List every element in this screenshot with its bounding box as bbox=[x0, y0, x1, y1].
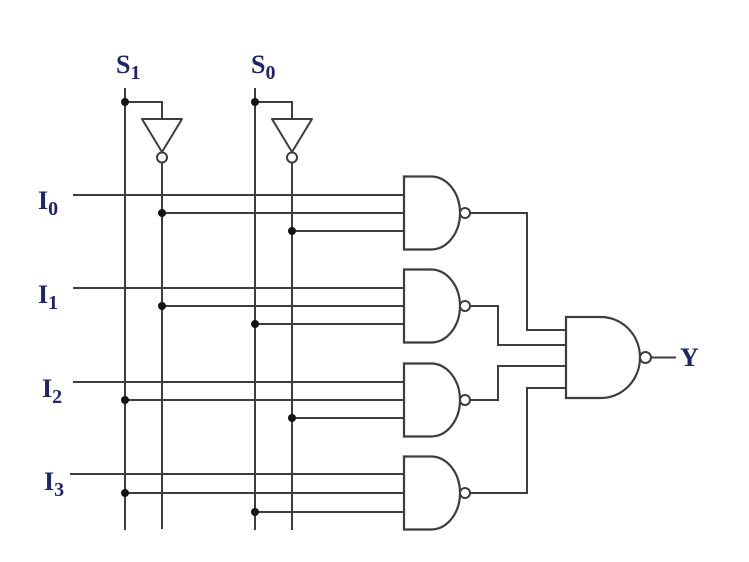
label-s1: S1 bbox=[116, 50, 140, 84]
inverter-s1 bbox=[141, 118, 183, 164]
wire-s1-to-inverter bbox=[125, 101, 163, 119]
wire-g4-output bbox=[470, 387, 566, 494]
label-s1-subscript: 1 bbox=[130, 62, 140, 84]
inverter-s0-triangle bbox=[271, 118, 313, 153]
junction-dot bbox=[288, 414, 296, 422]
nand-gate-i2-body bbox=[402, 362, 462, 438]
output-nand-gate-body bbox=[564, 315, 642, 400]
nand-gate-i2 bbox=[402, 362, 471, 438]
output-nand-gate-bubble bbox=[639, 351, 652, 364]
inverter-s0-bubble bbox=[286, 151, 298, 164]
label-i0-base: I bbox=[38, 186, 48, 215]
wire-s0-to-inverter bbox=[255, 101, 293, 119]
junction-dot bbox=[251, 508, 259, 516]
wire-g2-output bbox=[470, 305, 566, 346]
output-nand-gate bbox=[564, 315, 652, 400]
label-i0: I0 bbox=[38, 186, 58, 220]
label-output-y: Y bbox=[680, 343, 699, 372]
label-i2-base: I bbox=[42, 374, 52, 403]
junction-dot bbox=[251, 320, 259, 328]
label-i3-subscript: 3 bbox=[54, 479, 64, 501]
label-s0-base: S bbox=[251, 50, 265, 79]
junction-dot bbox=[158, 209, 166, 217]
inverter-s1-triangle bbox=[141, 118, 183, 153]
label-i2: I2 bbox=[42, 374, 62, 408]
nand-gate-i3-bubble bbox=[459, 487, 471, 499]
label-i2-subscript: 2 bbox=[52, 386, 62, 408]
nand-gate-i0 bbox=[402, 175, 471, 251]
label-i1: I1 bbox=[38, 280, 58, 314]
nand-gate-i3 bbox=[402, 455, 471, 531]
wire-g3-output bbox=[470, 365, 566, 401]
junction-dot bbox=[121, 396, 129, 404]
label-s0-subscript: 0 bbox=[265, 62, 275, 84]
junction-dot bbox=[288, 227, 296, 235]
nand-gate-i0-body bbox=[402, 175, 462, 251]
junction-dot bbox=[251, 98, 259, 106]
label-i1-subscript: 1 bbox=[48, 292, 58, 314]
nand-gate-i0-bubble bbox=[459, 207, 471, 219]
label-i3: I3 bbox=[44, 467, 64, 501]
label-s1-base: S bbox=[116, 50, 130, 79]
nand-gate-i1-bubble bbox=[459, 300, 471, 312]
label-i0-subscript: 0 bbox=[48, 198, 58, 220]
nand-gate-i2-bubble bbox=[459, 394, 471, 406]
nand-gate-i3-body bbox=[402, 455, 462, 531]
label-i3-base: I bbox=[44, 467, 54, 496]
inverter-s0 bbox=[271, 118, 313, 164]
nand-gate-i1 bbox=[402, 268, 471, 344]
nand-gate-i1-body bbox=[402, 268, 462, 344]
wire-g1-output bbox=[470, 212, 566, 331]
junction-dot bbox=[158, 302, 166, 310]
junction-dot bbox=[121, 489, 129, 497]
junction-dot bbox=[121, 98, 129, 106]
label-s0: S0 bbox=[251, 50, 275, 84]
label-i1-base: I bbox=[38, 280, 48, 309]
inverter-s1-bubble bbox=[156, 151, 168, 164]
